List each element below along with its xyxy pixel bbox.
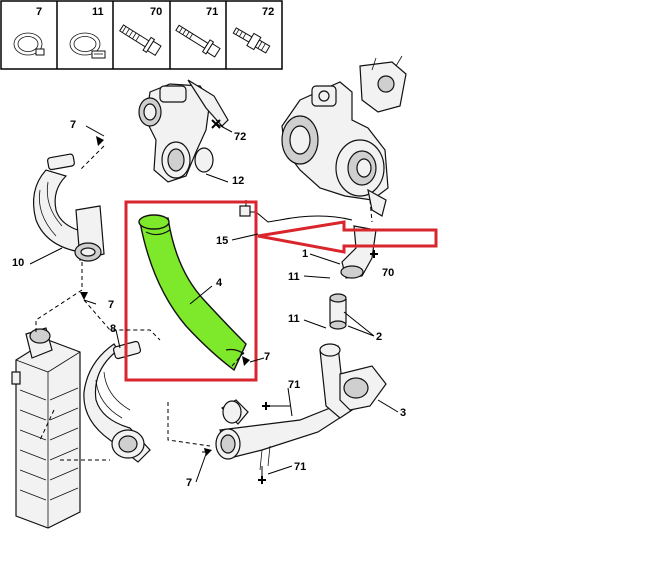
highlight-frame (124, 200, 258, 382)
callout-1: 1 (302, 248, 308, 260)
hose-clamp-screw-icon (69, 32, 106, 59)
legend-cell-7: 7 (13, 6, 45, 56)
fastener-markers (80, 119, 378, 484)
callout-labels: 7 72 12 10 7 15 1 70 11 4 8 11 2 7 71 3 … (12, 119, 406, 489)
highlighted-hose-4 (138, 214, 247, 372)
callout-70: 70 (382, 267, 394, 279)
intake-hose-8 (83, 340, 151, 463)
callout-7: 7 (70, 119, 76, 131)
flange-bolt-long-icon (175, 24, 221, 58)
legend-table: 7 11 70 (0, 0, 283, 70)
callout-71: 71 (288, 379, 300, 391)
legend-cell-11: 11 (69, 6, 106, 59)
callout-12: 12 (232, 175, 244, 187)
turbocharger (281, 55, 407, 217)
connector-hose-2 (329, 293, 347, 330)
legend-number: 71 (206, 6, 218, 18)
legend-number: 72 (262, 6, 274, 18)
legend-number: 70 (150, 6, 162, 18)
callout-7: 7 (264, 351, 270, 363)
hose-clamp-band-icon (13, 32, 45, 56)
intake-hose-10 (33, 153, 105, 262)
callout-71: 71 (294, 461, 306, 473)
legend-cell-72: 72 (232, 6, 274, 54)
connector-hose-1 (340, 225, 377, 279)
callout-3: 3 (400, 407, 406, 419)
stud-bolt-icon (232, 27, 271, 54)
highlight-arrow (257, 220, 438, 254)
legend-cell-71: 71 (175, 6, 221, 58)
legend-cell-70: 70 (119, 6, 162, 57)
throttle-body (138, 79, 229, 183)
legend-number: 11 (92, 6, 104, 18)
callout-11: 11 (288, 313, 300, 325)
callout-8: 8 (110, 323, 116, 335)
callout-10: 10 (12, 257, 24, 269)
callout-72: 72 (234, 131, 246, 143)
legend-number: 7 (36, 6, 42, 18)
callout-4: 4 (216, 277, 223, 289)
intake-pipe-3 (215, 343, 387, 471)
callout-15: 15 (216, 235, 228, 247)
intercooler (11, 327, 81, 529)
callout-11: 11 (288, 271, 300, 283)
callout-7: 7 (108, 299, 114, 311)
flange-bolt-icon (119, 24, 162, 57)
callout-7: 7 (186, 477, 192, 489)
callout-2: 2 (376, 331, 382, 343)
